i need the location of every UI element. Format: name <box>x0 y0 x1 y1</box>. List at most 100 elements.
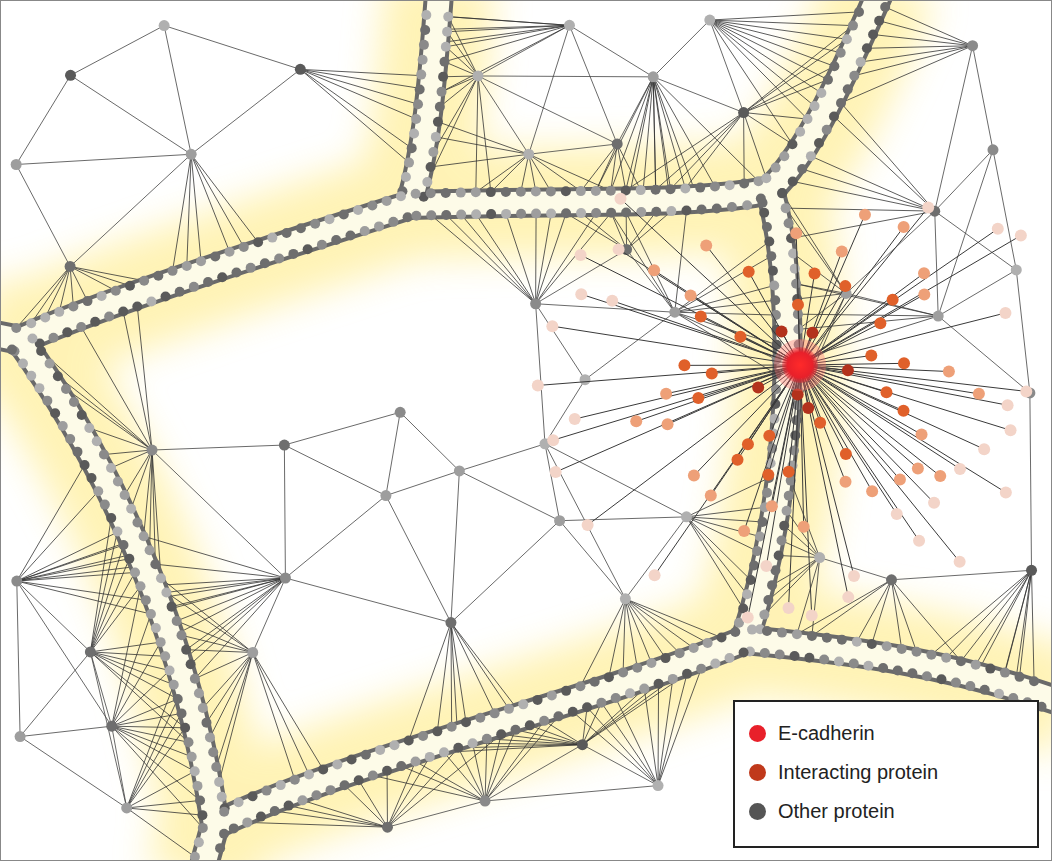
interaction-line <box>892 580 961 661</box>
membrane-protein <box>426 162 436 172</box>
interaction-line <box>931 570 1031 654</box>
membrane-protein <box>215 843 225 853</box>
membrane-protein <box>829 111 839 121</box>
membrane-protein <box>739 647 749 657</box>
membrane-protein <box>779 151 789 161</box>
interaction-line <box>90 559 129 652</box>
interaction-line <box>400 412 459 471</box>
membrane-protein <box>426 188 436 198</box>
other-protein <box>738 107 749 118</box>
interaction-line <box>112 699 178 726</box>
interaction-line <box>560 517 687 521</box>
membrane-protein <box>762 222 772 232</box>
membrane-protein <box>882 641 892 651</box>
membrane-protein <box>181 645 191 655</box>
interaction-line <box>386 496 451 623</box>
membrane-glow <box>770 0 885 190</box>
interaction-line <box>800 208 928 365</box>
interaction-line <box>710 20 808 119</box>
legend-text: Interacting protein <box>778 761 938 784</box>
membrane-glow <box>20 340 215 825</box>
interaction-line <box>146 578 286 600</box>
membrane-protein <box>100 500 110 510</box>
cell-membrane <box>0 332 20 340</box>
membrane-protein <box>443 12 453 22</box>
interacting-protein <box>792 299 804 311</box>
interacting-protein <box>738 525 750 537</box>
membrane-protein <box>739 178 749 188</box>
interaction-line <box>127 699 178 808</box>
interacting-protein <box>973 388 985 400</box>
interaction-line <box>686 517 759 537</box>
membrane-protein <box>404 736 414 746</box>
membrane-protein <box>253 237 263 247</box>
membrane-protein <box>151 623 161 633</box>
interaction-line <box>675 210 687 312</box>
membrane-protein <box>422 177 432 187</box>
interaction-line <box>216 652 252 767</box>
other-protein <box>987 144 998 155</box>
membrane-protein <box>411 189 421 199</box>
membrane-protein <box>317 240 327 250</box>
membrane-protein <box>203 277 213 287</box>
membrane-protein <box>501 187 511 197</box>
interaction-line <box>438 122 529 154</box>
interaction-line <box>16 75 70 164</box>
membrane-protein <box>150 559 160 569</box>
membrane-protein <box>274 254 284 264</box>
interacting-protein <box>766 500 778 512</box>
interacting-protein <box>662 418 674 430</box>
membrane-protein <box>345 231 355 241</box>
interacting-protein <box>848 570 860 582</box>
membrane-protein <box>389 740 399 750</box>
membrane-protein <box>759 610 769 620</box>
membrane-glow <box>745 640 1052 705</box>
other-protein <box>65 261 76 272</box>
other-protein <box>554 515 565 526</box>
membrane-protein <box>842 34 852 44</box>
membrane-protein <box>936 674 946 684</box>
interacting-protein <box>891 508 903 520</box>
membrane-protein <box>533 695 543 705</box>
membrane-protein <box>192 781 202 791</box>
interaction-line <box>17 581 112 726</box>
interacting-protein <box>809 268 821 280</box>
interaction-line <box>621 199 800 365</box>
membrane-protein <box>409 129 419 139</box>
membrane-protein <box>806 151 816 161</box>
interaction-line <box>478 76 491 192</box>
interaction-line <box>686 517 743 609</box>
membrane-protein <box>854 7 864 17</box>
membrane-protein <box>651 207 661 217</box>
membrane-protein <box>84 423 94 433</box>
other-protein <box>186 149 197 160</box>
interaction-line <box>670 113 743 190</box>
membrane-protein <box>941 653 951 663</box>
membrane-protein <box>762 626 772 636</box>
interacting-protein <box>802 402 814 414</box>
interaction-line <box>627 211 672 249</box>
membrane-protein <box>994 689 1004 699</box>
membrane-protein <box>591 186 601 196</box>
interaction-line <box>791 481 820 558</box>
interacting-protein <box>582 519 594 531</box>
interacting-protein <box>842 364 854 376</box>
interacting-protein <box>615 193 627 205</box>
interaction-line <box>20 737 127 808</box>
interaction-line <box>191 154 229 251</box>
membrane-protein <box>546 186 556 196</box>
interaction-line <box>191 154 244 247</box>
membrane-protein <box>965 681 975 691</box>
membrane-protein <box>611 693 621 703</box>
membrane-protein <box>802 114 812 124</box>
membrane-protein <box>270 806 280 816</box>
membrane-protein <box>425 752 435 762</box>
membrane-protein <box>922 671 932 681</box>
interaction-line <box>946 570 1031 657</box>
membrane-protein <box>104 312 114 322</box>
membrane-protein <box>639 684 649 694</box>
membrane-protein <box>762 488 772 498</box>
interaction-line <box>800 313 1005 365</box>
other-protein <box>280 572 291 583</box>
interacting-protein <box>840 448 852 460</box>
